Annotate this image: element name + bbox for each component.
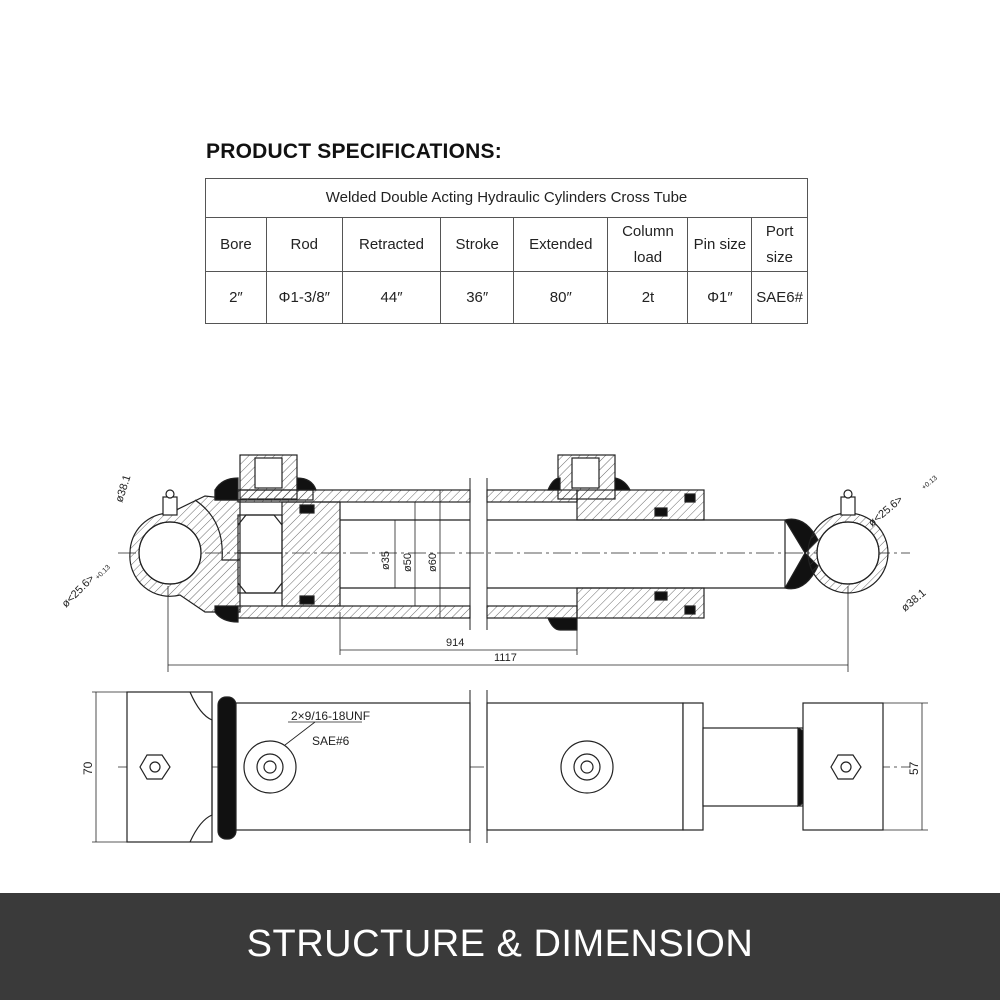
dim-d25-left: ø<25.6>	[60, 573, 97, 610]
value-bore: 2″	[205, 271, 267, 324]
barrel-outer-left	[235, 702, 471, 831]
cylinder-drawing: ø38.1 ø<25.6> +0.13 ø35 ø50 ø60 914 1117…	[60, 454, 939, 843]
gland-nut	[682, 702, 704, 831]
dim-h70: 70	[81, 761, 95, 775]
dim-d50: ø50	[402, 553, 414, 572]
spec-table: Welded Double Acting Hydraulic Cylinders…	[205, 178, 808, 324]
value-extended: 80″	[513, 271, 609, 324]
header-port-size: Port size	[751, 217, 808, 272]
header-extended: Extended	[513, 217, 609, 272]
right-rod-eye	[807, 489, 889, 594]
dim-h57: 57	[907, 761, 921, 775]
page-title: PRODUCT SPECIFICATIONS:	[206, 140, 502, 163]
external-dimension-labels: 70 57 2×9/16-18UNF SAE#6	[81, 709, 921, 775]
right-gland	[547, 454, 705, 631]
value-port-size: SAE6#	[751, 271, 808, 324]
header-bore: Bore	[205, 217, 267, 272]
piston	[237, 501, 341, 607]
footer-banner: STRUCTURE & DIMENSION	[0, 893, 1000, 1000]
banner-title: STRUCTURE & DIMENSION	[246, 923, 754, 965]
header-column-load: Column load	[607, 217, 689, 272]
dim-d25-right: ø<25.6>	[866, 494, 905, 530]
port-left	[243, 740, 297, 794]
value-pin-size: Φ1″	[687, 271, 753, 324]
dim-914: 914	[446, 637, 464, 649]
dim-tol-left: +0.13	[94, 564, 112, 582]
spec-table-caption: Welded Double Acting Hydraulic Cylinders…	[205, 178, 808, 218]
external-view	[92, 690, 928, 843]
dim-d35: ø35	[380, 551, 392, 570]
value-rod: Φ1-3/8″	[265, 271, 343, 324]
dim-d60: ø60	[427, 553, 439, 572]
dim-d38-right: ø38.1	[899, 587, 928, 614]
dim-tol-right: +0.13	[921, 475, 939, 492]
length-dimensions	[167, 586, 849, 672]
left-clevis-eye	[129, 489, 241, 613]
dim-d38-left: ø38.1	[113, 473, 133, 503]
port-right	[560, 740, 614, 794]
barrel-outer-right	[486, 702, 684, 831]
barrel-tube	[214, 478, 578, 630]
header-retracted: Retracted	[341, 217, 442, 272]
value-retracted: 44″	[341, 271, 442, 324]
port-thread-label: 2×9/16-18UNF	[291, 709, 370, 723]
grease-nipple-right	[830, 754, 862, 780]
port-sae-label: SAE#6	[312, 734, 350, 748]
grease-nipple-left	[139, 754, 171, 780]
diameter-dimensions	[394, 490, 441, 618]
header-pin-size: Pin size	[687, 217, 753, 272]
dim-1117: 1117	[494, 652, 517, 664]
header-rod: Rod	[265, 217, 343, 272]
rod-external	[702, 727, 804, 807]
section-view	[118, 454, 910, 672]
seal-band	[217, 696, 237, 840]
value-stroke: 36″	[440, 271, 515, 324]
value-column-load: 2t	[607, 271, 689, 324]
